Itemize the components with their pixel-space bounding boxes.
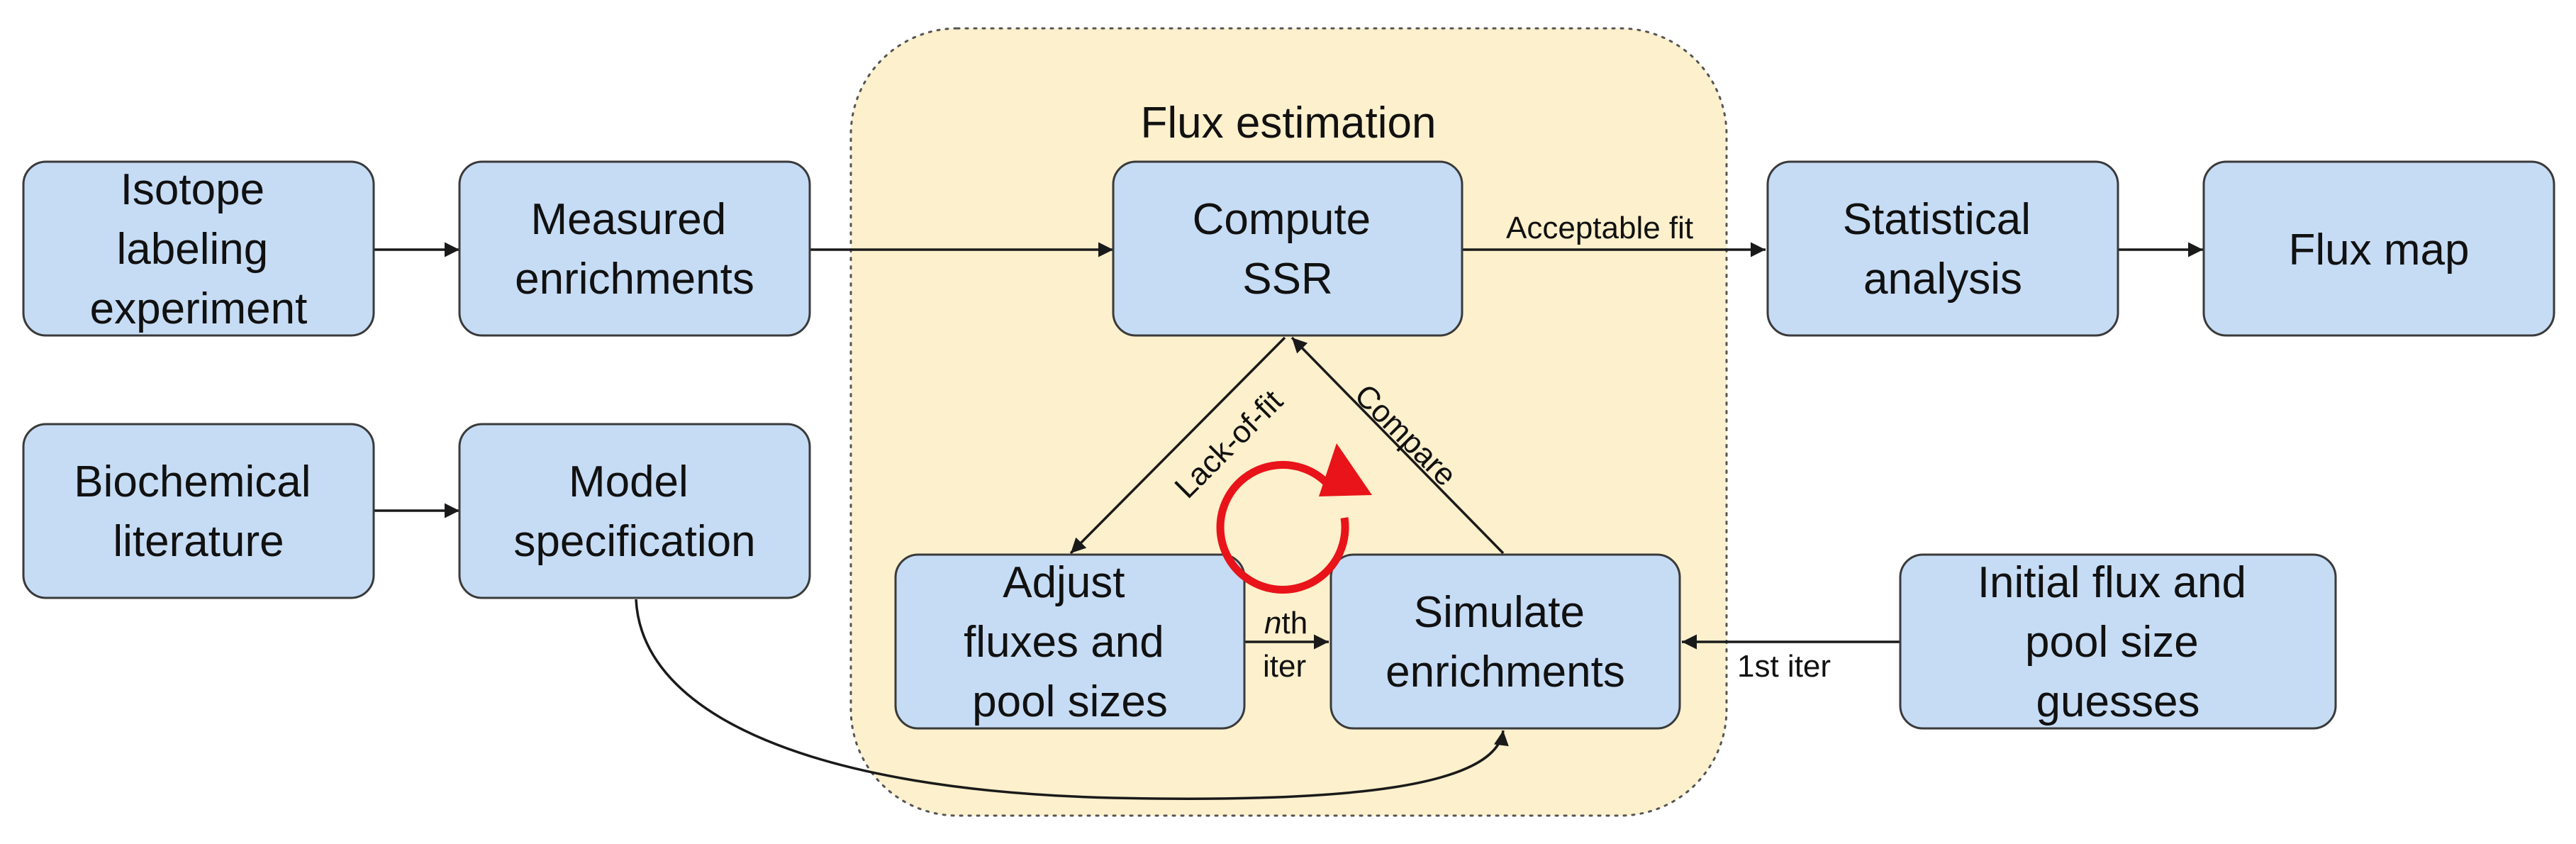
- cycle-arrow-icon: [1216, 443, 1372, 594]
- node-label: Biochemical literature: [74, 457, 323, 566]
- node-measured-enrichments: Measured enrichments: [458, 160, 811, 337]
- flux-estimation-title: Flux estimation: [1141, 99, 1437, 148]
- edges: [374, 242, 2203, 800]
- node-adjust-fluxes-and-pool-sizes: Adjust fluxes and pool sizes: [894, 553, 1246, 730]
- node-biochemical-literature: Biochemical literature: [22, 423, 375, 599]
- edge-simulate-to-compute-ssr: [1290, 336, 1505, 555]
- node-label: Simulate enrichments: [1385, 588, 1625, 696]
- node-label: Isotope labeling experiment: [90, 165, 308, 333]
- edge-compute-ssr-to-adjust: [1069, 336, 1286, 555]
- node-label: Measured enrichments: [515, 195, 754, 304]
- node-isotope-labeling-experiment: Isotope labeling experiment: [22, 160, 375, 337]
- node-label: Initial flux and pool size guesses: [1978, 558, 2258, 726]
- node-label: Flux map: [2289, 226, 2470, 274]
- node-model-specification: Model specification: [458, 423, 811, 599]
- node-simulate-enrichments: Simulate enrichments: [1329, 553, 1681, 730]
- node-label: Adjust fluxes and pool sizes: [964, 558, 1176, 726]
- node-initial-flux-and-pool-size-guesses: Initial flux and pool size guesses: [1899, 553, 2337, 730]
- node-flux-map: Flux map: [2202, 160, 2555, 337]
- node-label: Model specification: [513, 457, 755, 566]
- edge-model-to-simulate: [635, 599, 1509, 800]
- cycle-arc: [1216, 460, 1349, 594]
- node-compute-ssr: Compute SSR: [1112, 160, 1463, 337]
- label-nth-iter-bottom: iter: [1263, 649, 1306, 684]
- label-acceptable-fit: Acceptable fit: [1506, 211, 1693, 245]
- label-first-iter: 1st iter: [1737, 649, 1831, 684]
- node-label: Statistical analysis: [1843, 195, 2043, 304]
- node-label: Compute SSR: [1193, 195, 1383, 304]
- node-statistical-analysis: Statistical analysis: [1766, 160, 2119, 337]
- cycle-arrowhead: [1319, 443, 1372, 496]
- label-nth-iter-top: nth: [1264, 606, 1307, 640]
